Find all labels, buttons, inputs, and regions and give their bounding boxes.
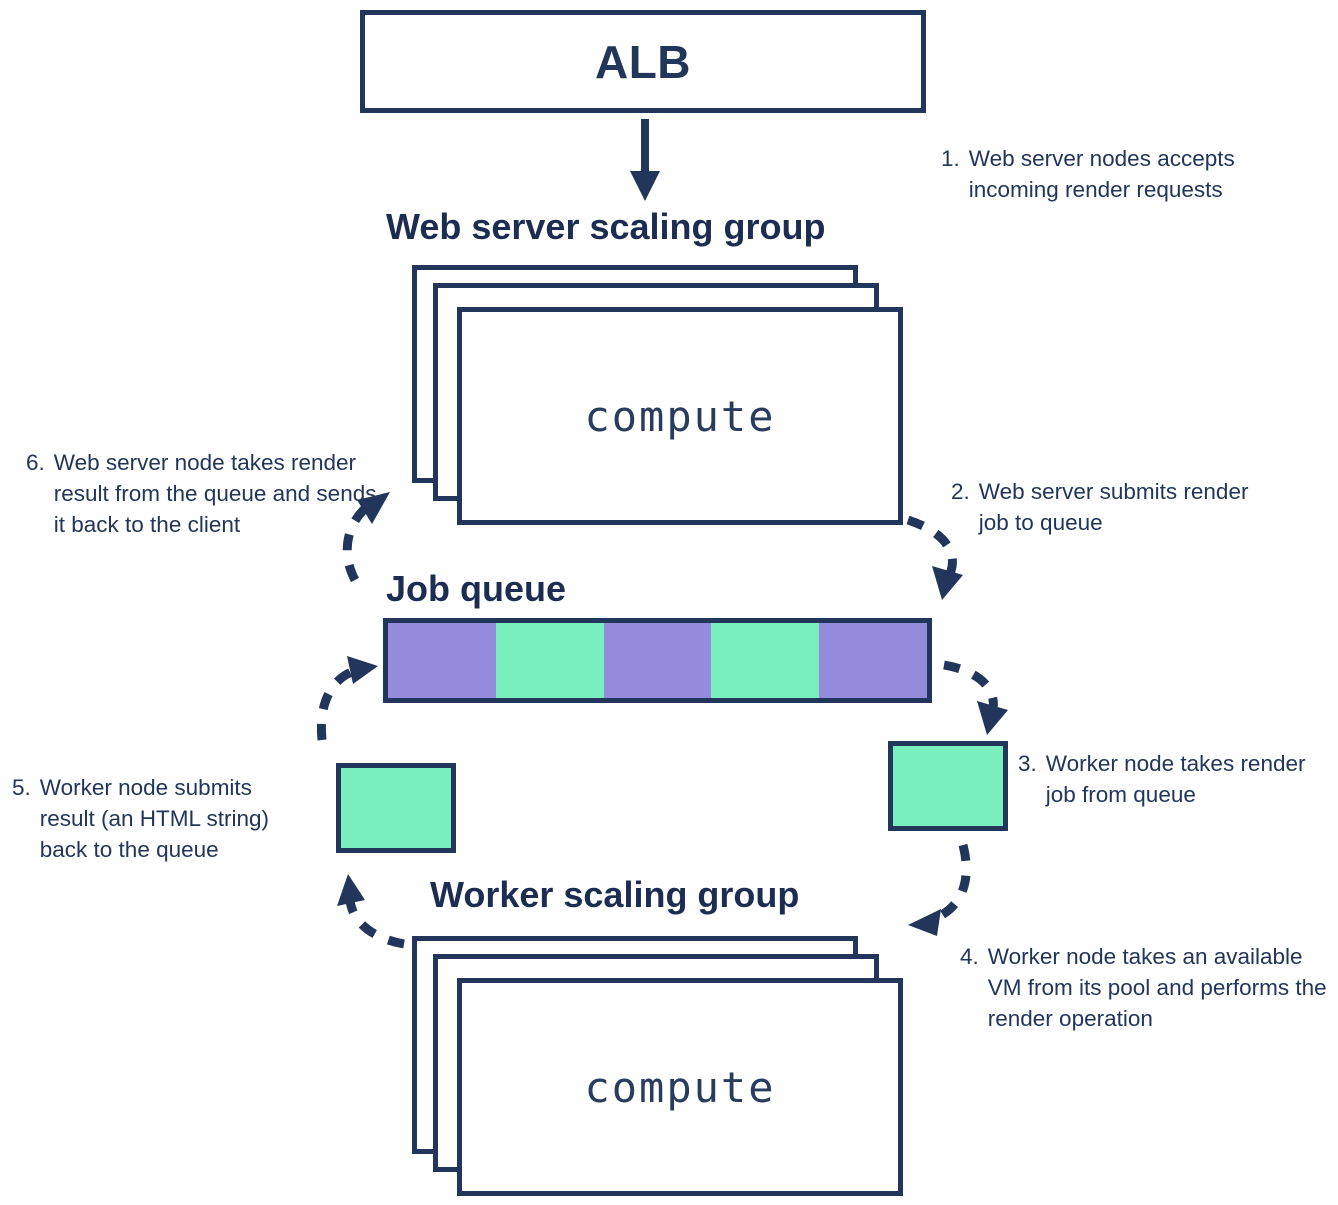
worker-compute-stack: compute (412, 936, 912, 1201)
web-server-compute-stack: compute (412, 265, 912, 530)
arrow-step-5 (337, 874, 405, 949)
job-queue-bar (383, 618, 932, 703)
step-text: Web server submits render job to queue (978, 479, 1249, 535)
web-scaling-group-title: Web server scaling group (386, 206, 826, 247)
arrow-alb-to-web-servers (630, 119, 660, 201)
compute-card-front: compute (457, 307, 903, 525)
alb-box: ALB (360, 10, 926, 113)
queue-segment-5 (819, 623, 927, 698)
compute-card-front: compute (457, 978, 903, 1196)
compute-label: compute (584, 1062, 776, 1112)
worker-scaling-group-title: Worker scaling group (430, 874, 800, 915)
queue-segment-3 (603, 623, 712, 698)
step-note-6: 6. Web server node takes render result f… (26, 447, 382, 540)
step-text: Worker node takes render job from queue (1045, 751, 1306, 807)
step-note-2: 2. Web server submits render job to queu… (951, 476, 1251, 538)
alb-label: ALB (594, 35, 692, 88)
step-text: Worker node takes an available VM from i… (987, 944, 1327, 1031)
worker-vm-job-box (888, 741, 1008, 831)
step-text: Web server node takes render result from… (53, 450, 377, 537)
step-note-1: 1. Web server nodes accepts incoming ren… (941, 143, 1241, 205)
step-text: Worker node submits result (an HTML stri… (39, 775, 269, 862)
arrow-step-4 (908, 843, 971, 936)
step-note-3: 3. Worker node takes render job from que… (1018, 748, 1338, 810)
step-note-5: 5. Worker node submits result (an HTML s… (12, 772, 312, 865)
arrow-step-5b (316, 656, 378, 741)
worker-vm-result-box (336, 763, 456, 853)
queue-segment-4 (711, 623, 820, 698)
job-queue-title: Job queue (386, 568, 567, 609)
step-number: 1. (941, 146, 960, 171)
step-number: 5. (12, 775, 31, 800)
arrow-step-3 (943, 660, 1008, 735)
step-number: 2. (951, 479, 970, 504)
step-number: 6. (26, 450, 45, 475)
step-number: 4. (960, 944, 979, 969)
compute-label: compute (584, 391, 776, 441)
step-number: 3. (1018, 751, 1037, 776)
step-note-4: 4. Worker node takes an available VM fro… (960, 941, 1338, 1034)
step-text: Web server nodes accepts incoming render… (968, 146, 1235, 202)
queue-segment-2 (495, 623, 604, 698)
queue-segment-1 (388, 623, 496, 698)
